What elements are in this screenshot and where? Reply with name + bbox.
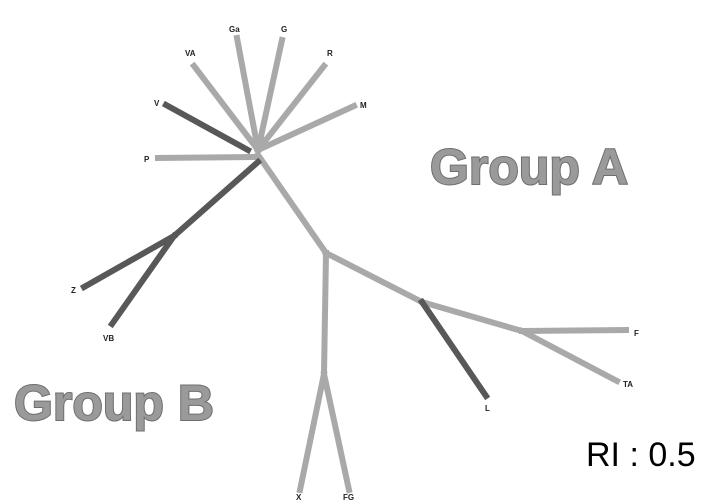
leaf-label-vb: VB xyxy=(103,334,114,343)
branch-x xyxy=(296,370,328,494)
branch-right-2 xyxy=(418,298,526,335)
leaf-label-ga: Ga xyxy=(229,25,240,34)
leaf-label-z: Z xyxy=(71,286,76,295)
branch-ta xyxy=(517,326,622,386)
leaf-label-l: L xyxy=(485,404,490,413)
branch-ga xyxy=(233,34,262,154)
group-a-label: Group A xyxy=(430,139,628,195)
branch-m xyxy=(254,102,358,154)
branch-va xyxy=(189,61,263,155)
branch-g xyxy=(254,36,286,154)
branch-p xyxy=(154,153,260,162)
branch-right-1 xyxy=(321,248,427,307)
branch-vb xyxy=(107,231,179,329)
leaf-label-m: M xyxy=(360,101,367,110)
branch-v xyxy=(161,100,253,155)
leaf-label-ta: TA xyxy=(623,380,633,389)
branch-fg xyxy=(320,370,353,494)
leaf-label-fg: FG xyxy=(343,493,354,502)
branch-f xyxy=(518,326,630,335)
branch-stem xyxy=(253,150,331,258)
leaf-label-p: P xyxy=(144,155,150,164)
group-b-label: Group B xyxy=(14,375,214,431)
leaf-label-f: F xyxy=(634,329,639,338)
leaf-label-v: V xyxy=(154,99,160,108)
branch-z xyxy=(79,231,179,292)
leaf-label-x: X xyxy=(296,493,302,502)
branch-r xyxy=(253,61,329,155)
leaf-label-va: VA xyxy=(185,49,196,58)
branch-down xyxy=(320,249,330,378)
branch-groupb-stem xyxy=(169,157,263,241)
leaf-label-r: R xyxy=(327,49,333,58)
ri-value: RI : 0.5 xyxy=(586,436,696,474)
branch-l xyxy=(417,297,491,401)
leaf-label-g: G xyxy=(281,25,287,34)
